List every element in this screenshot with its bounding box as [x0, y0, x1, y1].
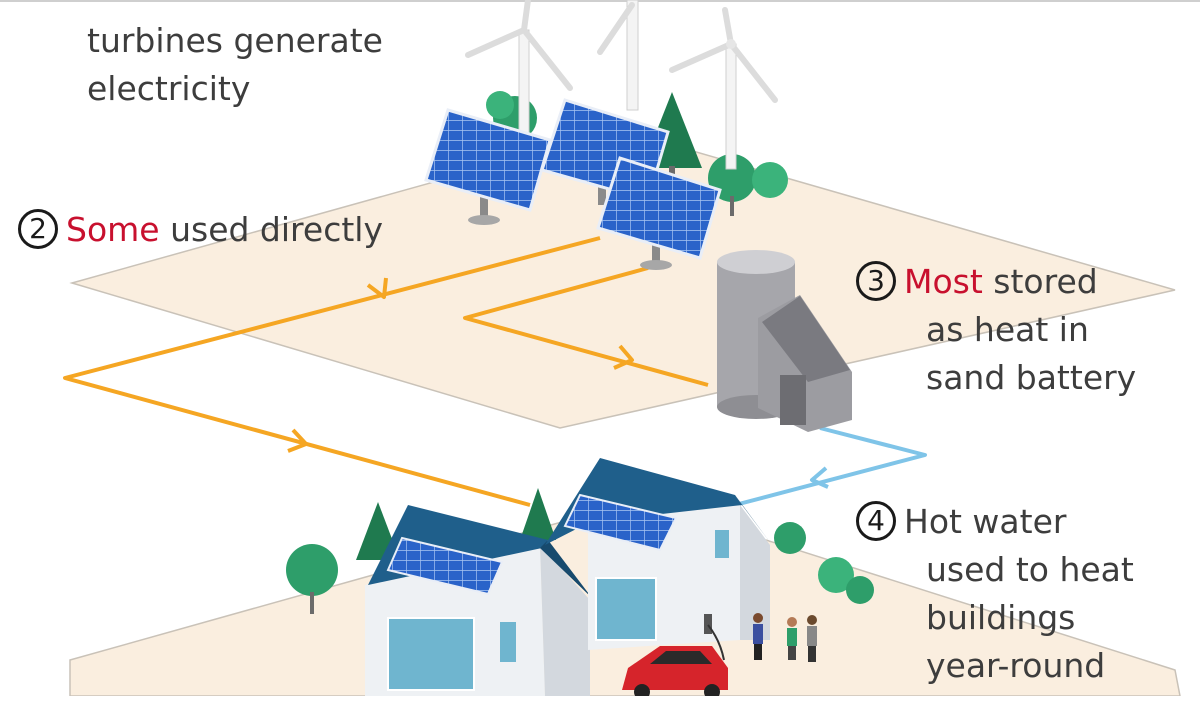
step-3-text: stored — [982, 262, 1098, 301]
step-4-number-badge: 4 — [856, 500, 896, 541]
tree-icon — [286, 544, 338, 614]
step-4-line4: year-round — [926, 646, 1106, 685]
step-4-line3: buildings — [926, 598, 1076, 637]
wind-turbine-icon — [597, 0, 639, 111]
house-icon — [545, 458, 772, 650]
step-1-line2: electricity — [87, 69, 251, 108]
step-1-label: turbines generate electricity — [87, 17, 383, 113]
step-2-number-badge: 2 — [18, 208, 58, 249]
direct-use-line — [63, 236, 601, 507]
step-3-number-badge: 3 — [856, 260, 896, 301]
wind-turbine-icon — [669, 7, 778, 170]
solar-panel-icon — [424, 108, 552, 225]
step-4-line2: used to heat — [926, 550, 1134, 589]
step-2-text: used directly — [159, 210, 383, 249]
hot-water-line — [734, 426, 927, 507]
step-3-line3: sand battery — [926, 358, 1137, 397]
solar-panel-icon — [596, 156, 722, 270]
person-icon — [807, 615, 817, 662]
person-icon — [753, 613, 763, 660]
flow-arrow — [366, 277, 388, 299]
step-2-highlight: Some — [66, 210, 160, 249]
person-icon — [787, 617, 797, 660]
flow-arrow — [810, 466, 829, 489]
house-icon — [365, 505, 592, 696]
step-1-text: turbines generate — [87, 21, 383, 60]
sand-battery-icon — [717, 250, 852, 432]
step-4-text: Hot water — [904, 502, 1067, 541]
hot-water-flow — [734, 426, 927, 507]
flow-arrow — [287, 428, 308, 453]
step-3-line2: as heat in — [926, 310, 1089, 349]
electricity-flow — [63, 236, 709, 507]
flow-arrow — [613, 344, 634, 370]
tree-icon — [520, 488, 556, 540]
tree-icon — [774, 522, 874, 604]
step-3-highlight: Most — [904, 262, 983, 301]
